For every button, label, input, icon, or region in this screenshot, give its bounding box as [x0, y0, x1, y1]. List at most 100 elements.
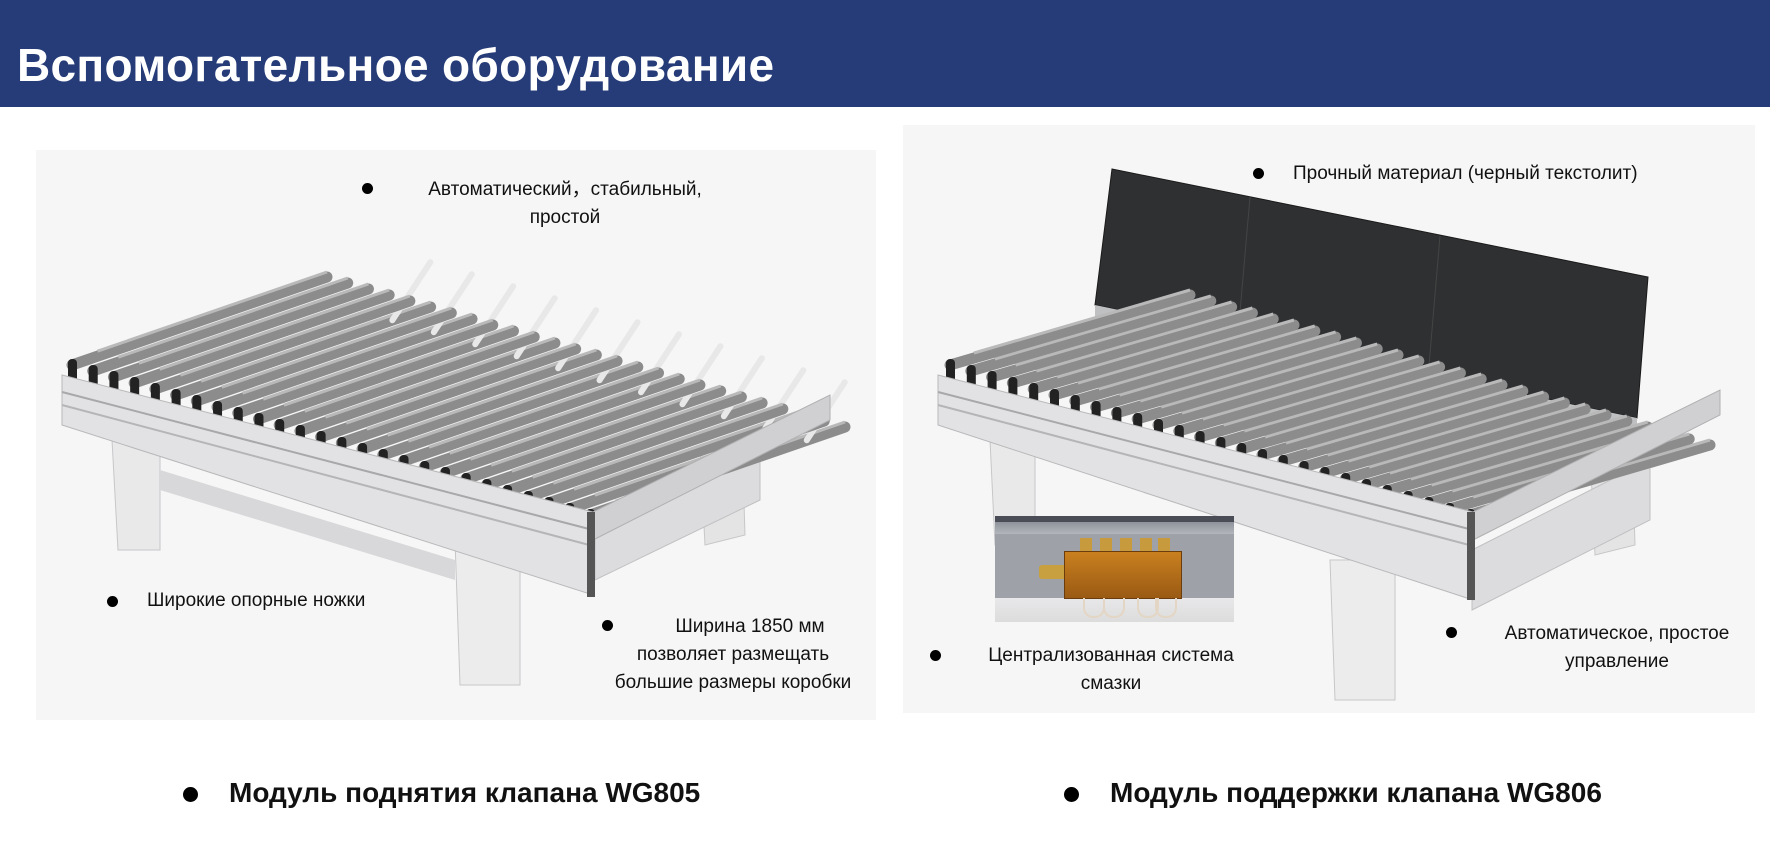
roller — [190, 307, 457, 407]
caption-wg806: Модуль поддержки клапана WG806 — [1110, 777, 1602, 808]
note-line: простой — [529, 207, 601, 228]
roller — [1339, 403, 1591, 485]
roller-highlight — [1139, 336, 1357, 403]
roller — [1194, 361, 1446, 443]
bullet-icon — [183, 787, 198, 802]
note-line: смазки — [1080, 673, 1142, 694]
bullet-icon — [362, 183, 373, 194]
roller-highlight — [428, 366, 660, 449]
roller — [1214, 367, 1466, 449]
distributor-block — [1064, 551, 1182, 599]
crossbar — [160, 470, 455, 580]
roller — [356, 355, 623, 455]
roller-highlight — [973, 288, 1191, 355]
roller-highlight — [221, 306, 452, 389]
roller-highlight — [1368, 402, 1586, 469]
roller-highlight — [1223, 360, 1441, 427]
roller — [294, 337, 561, 437]
roller-highlight — [1015, 300, 1233, 367]
roller-highlight — [1243, 366, 1461, 433]
note-wide-legs: Широкие опорные ножки — [147, 590, 366, 611]
roller-highlight — [179, 294, 411, 377]
roller-highlight — [1347, 396, 1565, 463]
note-automatic-control: Автоматическое, простое управление — [1482, 620, 1752, 676]
note-lubrication: Централизованная система смазки — [956, 642, 1266, 698]
roller — [1235, 373, 1487, 455]
roller-highlight — [469, 378, 701, 461]
roller — [1048, 319, 1300, 401]
roller — [1402, 421, 1654, 503]
roller — [1318, 397, 1570, 479]
roller — [1298, 391, 1550, 473]
roller-highlight — [1160, 342, 1378, 409]
roller — [128, 289, 395, 389]
roller — [1152, 349, 1404, 431]
roller-highlight — [1285, 378, 1503, 445]
roller — [107, 283, 374, 383]
leg — [1329, 559, 1396, 701]
wg805-machine-illustration — [61, 259, 851, 686]
roller — [418, 373, 685, 473]
note-line: позволяет размещать — [636, 644, 830, 665]
roller — [986, 301, 1238, 383]
roller — [1027, 313, 1279, 395]
roller — [1110, 337, 1362, 419]
note-automatic-stable: Автоматический，стабильный, простой — [395, 176, 735, 232]
note-width-1850: Ширина 1850 мм позволяет размещать больш… — [588, 613, 878, 697]
roller — [1256, 379, 1508, 461]
roller-highlight — [1389, 408, 1607, 475]
roller-highlight — [159, 288, 390, 371]
roller — [377, 361, 644, 461]
roller-highlight — [97, 270, 328, 353]
roller — [232, 319, 499, 419]
roller-highlight — [1056, 312, 1274, 379]
roller — [1360, 409, 1612, 491]
roller-highlight — [1306, 384, 1524, 451]
bullet-icon — [930, 650, 941, 661]
roller — [1090, 331, 1342, 413]
roller — [1381, 415, 1633, 497]
note-line: Ширина 1850 мм — [675, 616, 825, 637]
roller-highlight — [1098, 324, 1316, 391]
bullet-icon — [602, 620, 613, 631]
note-durable-material: Прочный материал (черный текстолит) — [1293, 163, 1638, 184]
roller-highlight — [511, 390, 742, 473]
roller — [66, 271, 333, 371]
roller-highlight — [138, 282, 369, 365]
roller-highlight — [1327, 390, 1545, 457]
roller — [522, 403, 789, 503]
roller — [211, 313, 478, 413]
page-title: Вспомогательное оборудование — [17, 39, 775, 91]
roller — [149, 295, 416, 395]
note-line: Централизованная система — [988, 645, 1234, 666]
note-line: Автоматический，стабильный, — [428, 179, 702, 200]
roller-highlight — [552, 402, 784, 485]
roller-highlight — [1181, 348, 1399, 415]
roller-highlight — [304, 330, 535, 413]
roller-highlight — [1410, 414, 1628, 481]
roller — [87, 277, 354, 377]
roller — [1277, 385, 1529, 467]
roller — [1173, 355, 1425, 437]
roller — [480, 391, 747, 491]
roller-highlight — [1035, 306, 1253, 373]
roller — [252, 325, 519, 425]
bullet-icon — [1064, 787, 1079, 802]
note-line: Автоматическое, простое — [1504, 623, 1730, 644]
roller-highlight — [262, 318, 494, 401]
roller-highlight — [1202, 354, 1420, 421]
roller — [944, 289, 1196, 371]
roller — [501, 397, 768, 497]
roller-highlight — [345, 342, 577, 425]
roller — [273, 331, 540, 431]
roller-highlight — [1119, 330, 1337, 397]
roller-highlight — [1077, 318, 1295, 385]
roller — [965, 295, 1217, 377]
bullet-icon — [1446, 627, 1457, 638]
roller — [460, 385, 727, 485]
roller-highlight — [387, 354, 618, 437]
bullet-icon — [1253, 168, 1264, 179]
inlet-fitting — [1039, 565, 1065, 579]
caption-wg805: Модуль поднятия клапана WG805 — [229, 777, 701, 808]
